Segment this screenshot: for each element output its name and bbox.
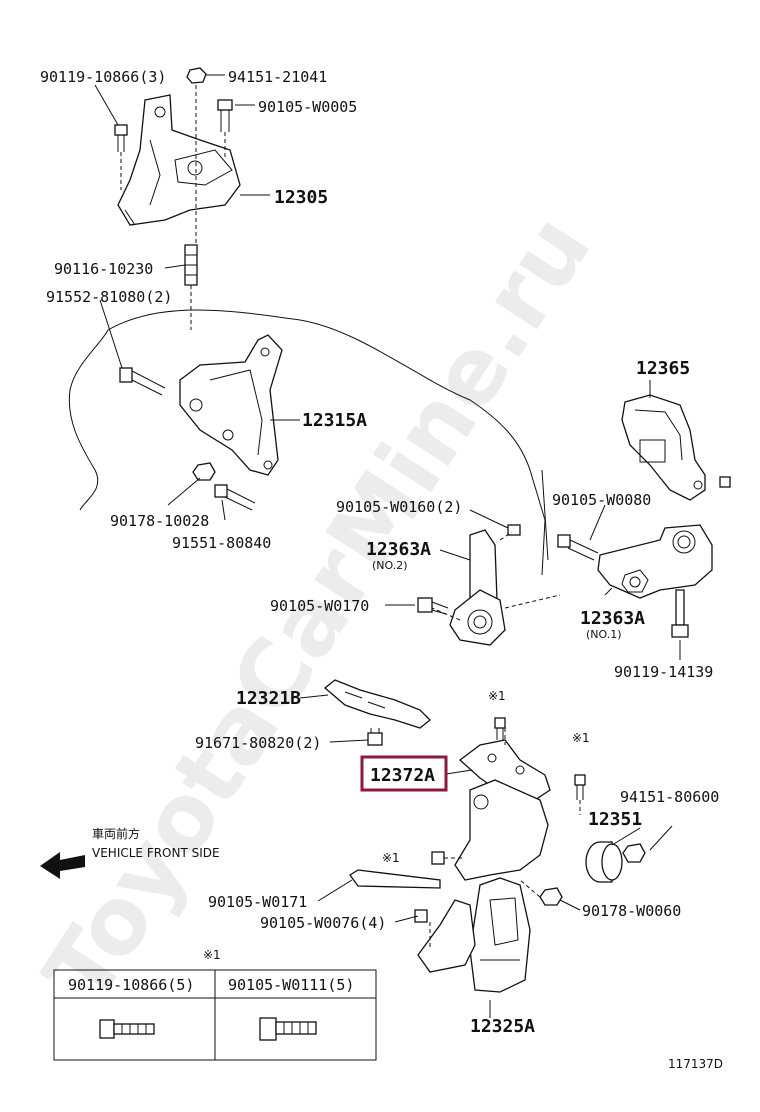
note-mark: ※1 [572, 731, 590, 745]
bolt-icon [367, 728, 383, 746]
label-12363A-no2: 12363A [366, 539, 431, 560]
label-12321B: 12321B [236, 688, 301, 709]
bolt-icon [214, 484, 256, 511]
label-12305: 12305 [274, 187, 328, 208]
legend-col2: 90105-W0111(5) [228, 976, 354, 994]
leader-lines [94, 74, 681, 1018]
bolt-icon [574, 774, 586, 800]
note-mark: ※1 [382, 851, 400, 865]
front-side-en: VEHICLE FRONT SIDE [92, 846, 220, 860]
part-12365 [621, 394, 706, 501]
label-91552-81080: 91552-81080(2) [46, 288, 172, 306]
nut-icon [539, 887, 563, 906]
bolt-icon [431, 851, 445, 865]
label-90105-W0005: 90105-W0005 [258, 98, 357, 116]
label-94151-80600: 94151-80600 [620, 788, 719, 806]
note-mark: ※1 [203, 948, 221, 962]
part-12363A-no2 [449, 529, 506, 646]
bolt-icon [417, 597, 449, 615]
bolt-icon [557, 534, 599, 561]
bolt-icon [494, 717, 506, 740]
bolt-icon [719, 476, 731, 488]
part-12305 [117, 94, 241, 226]
label-90178-W0060: 90178-W0060 [582, 902, 681, 920]
bolt-icon [259, 1017, 317, 1041]
label-90105-W0171: 90105-W0171 [208, 893, 307, 911]
label-90105-W0160: 90105-W0160(2) [336, 498, 462, 516]
diagram-code: 117137D [668, 1057, 723, 1071]
legend-col1: 90119-10866(5) [68, 976, 194, 994]
label-91671-80820: 91671-80820(2) [195, 734, 321, 752]
label-90119-14139: 90119-14139 [614, 663, 713, 681]
part-12325A [417, 779, 549, 993]
bolt-icon [414, 909, 428, 923]
label-no2: (NO.2) [372, 559, 408, 572]
part-12321B [323, 679, 431, 729]
bolt-icon [217, 99, 233, 132]
stud-icon [184, 244, 198, 286]
label-12363A-no1: 12363A [580, 608, 645, 629]
label-12372A[interactable]: 12372A [370, 765, 435, 786]
highlight-box [360, 755, 448, 792]
label-12325A: 12325A [470, 1016, 535, 1037]
label-90105-W0170: 90105-W0170 [270, 597, 369, 615]
bolt-icon [114, 124, 128, 152]
label-12365: 12365 [636, 358, 690, 379]
label-94151-21041: 94151-21041 [228, 68, 327, 86]
part-12315A [179, 334, 283, 476]
label-90116-10230: 90116-10230 [54, 260, 153, 278]
bolt-icon [349, 869, 441, 889]
legend-table: 90119-10866(5) 90105-W0111(5) [53, 969, 377, 1061]
nut-icon [622, 843, 646, 863]
label-12351: 12351 [588, 809, 642, 830]
front-side-jp: 車両前方 [92, 826, 140, 841]
label-90105-W0080: 90105-W0080 [552, 491, 651, 509]
note-mark: ※1 [488, 689, 506, 703]
bolt-icon [507, 524, 521, 536]
part-12363A-no1 [597, 524, 713, 599]
front-arrow-icon [40, 852, 85, 879]
label-90119-10866: 90119-10866(3) [40, 68, 166, 86]
engine-outline [68, 309, 546, 576]
label-no1: (NO.1) [586, 628, 622, 641]
bolt-icon [99, 1019, 155, 1039]
part-12351 [585, 841, 623, 883]
bolt-icon [671, 589, 689, 638]
nut-icon [192, 462, 216, 481]
label-91551-80840: 91551-80840 [172, 534, 271, 552]
nut-icon [186, 67, 207, 84]
bolt-icon [119, 367, 166, 396]
label-90178-10028: 90178-10028 [110, 512, 209, 530]
label-12315A: 12315A [302, 410, 367, 431]
label-90105-W0076: 90105-W0076(4) [260, 914, 386, 932]
